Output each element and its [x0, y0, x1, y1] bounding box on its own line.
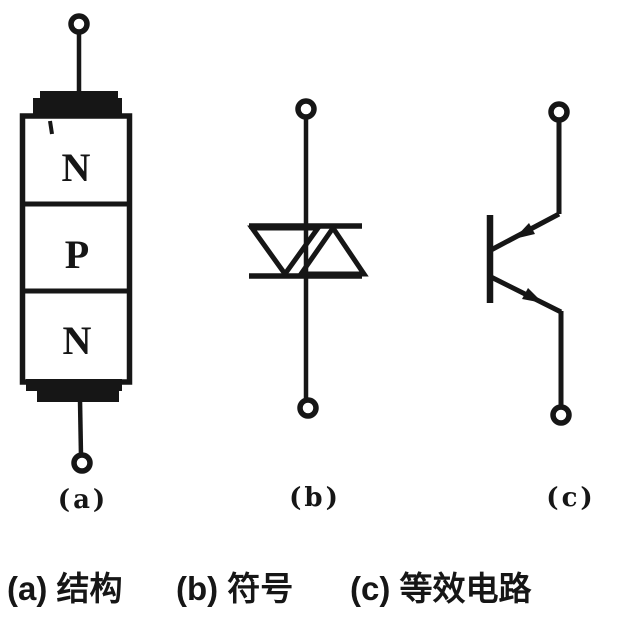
caption-item-a: (a) 结构 [7, 570, 123, 607]
layer-label-p-middle: P [65, 232, 89, 277]
panel-b-bottom-terminal-circle [297, 397, 319, 419]
layer-label-n-bottom: N [63, 318, 92, 363]
figure-caption: (a) 结构 (b) 符号 (c) 等效电路 [0, 569, 624, 613]
panel-a-bottom-lead-wire [77, 399, 84, 457]
panel-c-top-terminal-circle [548, 101, 570, 123]
panel-a-label: (a) [58, 485, 108, 515]
panel-c-bottom-terminal-circle [550, 404, 572, 426]
panel-a-structure: N P N (a) [19, 13, 133, 515]
diac-right-triangle [296, 223, 369, 277]
layer-label-n-top: N [62, 145, 91, 190]
npn-stack-box [19, 113, 133, 385]
panel-b-diac-symbol: (b) [247, 98, 369, 513]
lower-emitter-arrowhead [522, 288, 543, 303]
panel-a-bottom-electrode-cap [37, 388, 119, 402]
panel-a-top-electrode [33, 98, 122, 115]
panel-a-bottom-terminal-circle [71, 452, 93, 474]
caption-item-b: (b) 符号 [176, 570, 294, 607]
diac-left-triangle [247, 225, 323, 279]
ink-speck [48, 120, 54, 135]
panel-b-label: (b) [289, 483, 341, 513]
panel-c-label: (c) [546, 483, 595, 513]
panel-a-top-terminal-circle [68, 13, 90, 35]
upper-emitter-arrowhead [514, 223, 535, 239]
caption-item-c: (c) 等效电路 [350, 570, 532, 607]
panel-b-top-terminal-circle [295, 98, 317, 120]
panel-c-equivalent-circuit: (c) [486, 101, 595, 513]
